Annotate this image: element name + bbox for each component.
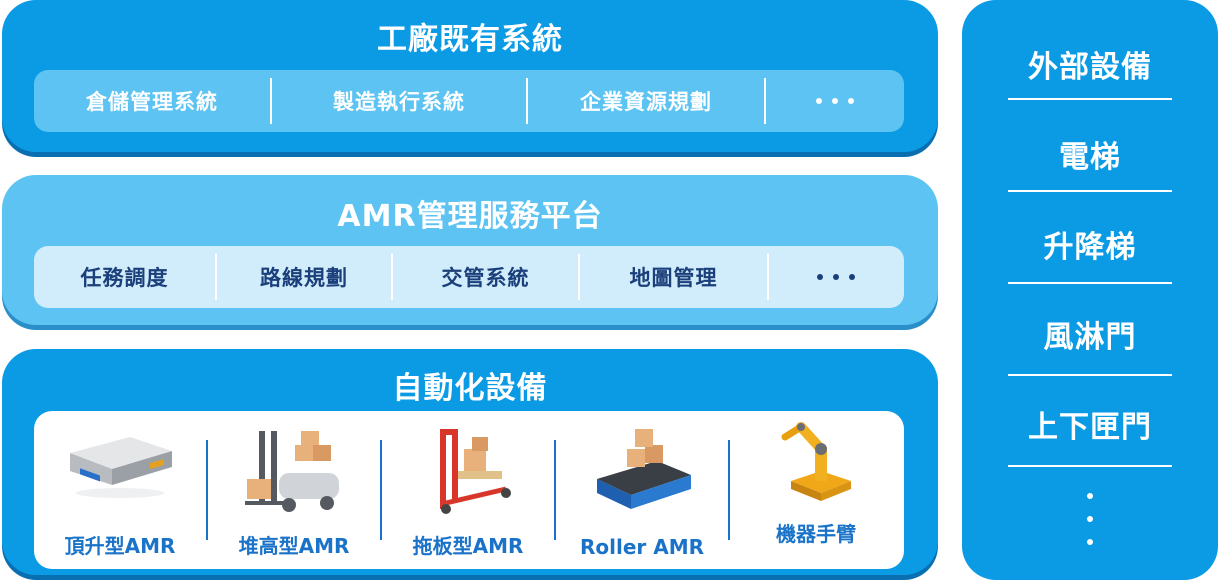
- divider: [764, 78, 766, 124]
- more-systems: [766, 70, 904, 132]
- divider: [206, 440, 208, 540]
- system-item-mes: 製造執行系統: [333, 90, 465, 114]
- device-label: 機器手臂: [776, 522, 856, 546]
- divider: [215, 254, 217, 300]
- automation-title: 自動化設備: [392, 371, 548, 406]
- existing-systems-title: 工廠既有系統: [377, 22, 563, 57]
- divider: [1008, 374, 1172, 376]
- more-dots-icon: [816, 274, 855, 280]
- external-devices-title: 外部設備: [1028, 50, 1152, 85]
- system-item-wms: 倉儲管理系統: [86, 90, 218, 114]
- device-label: 頂升型AMR: [64, 534, 176, 558]
- device-label: 堆高型AMR: [238, 534, 350, 558]
- external-item-lift: 升降梯: [1043, 230, 1137, 265]
- divider: [554, 440, 556, 540]
- platform-item-dispatch: 任務調度: [80, 266, 169, 290]
- divider: [391, 254, 393, 300]
- more-dots-icon: [816, 98, 854, 104]
- divider: [1008, 465, 1172, 467]
- external-item-air-shower: 風淋門: [1043, 320, 1137, 355]
- platform-item-map: 地圖管理: [629, 266, 718, 290]
- forklift-amr-icon: [245, 431, 339, 512]
- lift-amr-icon: [70, 437, 172, 498]
- external-item-gate: 上下匣門: [1028, 410, 1152, 445]
- device-lift-amr: 頂升型AMR: [34, 411, 206, 569]
- divider: [728, 440, 730, 540]
- divider: [1008, 282, 1172, 284]
- divider: [767, 254, 769, 300]
- device-forklift-amr: 堆高型AMR: [208, 411, 380, 569]
- divider: [578, 254, 580, 300]
- divider: [1008, 190, 1172, 192]
- device-pallet-amr: 拖板型AMR: [382, 411, 554, 569]
- device-roller-amr: Roller AMR: [556, 411, 728, 569]
- platform-item-traffic: 交管系統: [441, 266, 530, 290]
- existing-systems-panel: 工廠既有系統 倉儲管理系統 製造執行系統 企業資源規劃: [2, 0, 938, 152]
- device-label: 拖板型AMR: [412, 534, 524, 558]
- platform-item-routing: 路線規劃: [260, 266, 348, 290]
- device-robot-arm: 機器手臂: [730, 411, 902, 569]
- external-devices-panel: 外部設備 電梯 升降梯 風淋門 上下匣門: [962, 0, 1218, 580]
- existing-systems-bar: 倉儲管理系統 製造執行系統 企業資源規劃: [34, 70, 904, 132]
- divider: [1008, 98, 1172, 100]
- divider: [380, 440, 382, 540]
- amr-platform-title: AMR管理服務平台: [337, 199, 603, 234]
- divider: [526, 78, 528, 124]
- system-item-erp: 企業資源規劃: [580, 90, 712, 114]
- device-label: Roller AMR: [579, 535, 705, 559]
- robot-arm-icon: [781, 422, 851, 501]
- devices-bar: 頂升型AMR 堆高型AMR: [34, 411, 904, 569]
- divider: [270, 78, 272, 124]
- roller-amr-icon: [597, 429, 691, 509]
- pallet-amr-icon: [440, 429, 511, 514]
- amr-platform-bar: 任務調度 路線規劃 交管系統 地圖管理: [34, 246, 904, 308]
- more-platform: [769, 246, 902, 308]
- amr-platform-panel: AMR管理服務平台 任務調度 路線規劃 交管系統 地圖管理: [2, 175, 938, 325]
- automation-panel: 自動化設備 頂升型AMR: [2, 349, 938, 575]
- external-item-elevator: 電梯: [1059, 140, 1121, 175]
